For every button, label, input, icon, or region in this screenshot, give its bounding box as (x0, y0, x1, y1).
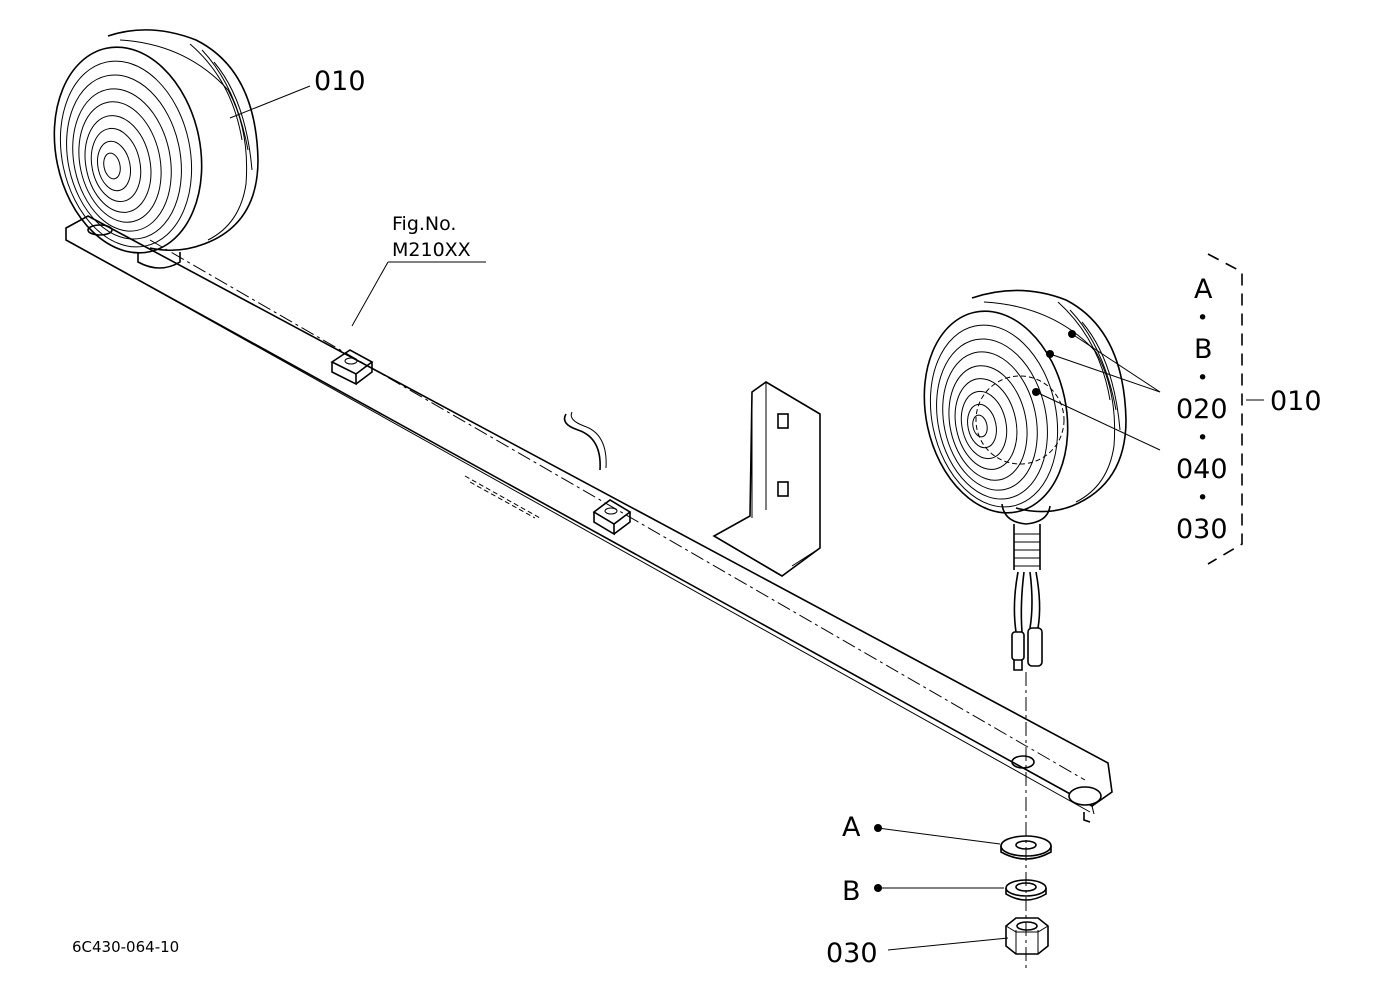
callout-stack-b: B (1194, 334, 1213, 365)
callout-lamp-left: 010 (314, 66, 366, 97)
callout-washer-a: A (842, 812, 861, 843)
stack-separator-1: • (1197, 307, 1208, 329)
callout-stack-030: 030 (1176, 514, 1228, 545)
right-lamp (923, 289, 1127, 671)
stack-separator-2: • (1197, 367, 1208, 389)
callout-stack-020: 020 (1176, 394, 1228, 425)
callout-washer-b: B (842, 876, 861, 907)
mounting-bar (65, 215, 1113, 823)
square-nut-2 (592, 499, 632, 536)
wire-hook (563, 413, 601, 471)
callout-stack-a: A (1194, 274, 1213, 305)
callout-nut: 030 (826, 938, 878, 969)
stack-separator-4: • (1197, 487, 1208, 509)
left-lamp (53, 29, 259, 254)
lock-washer (1005, 879, 1047, 901)
stack-separator-3: • (1197, 427, 1208, 449)
drawing-code: 6C430-064-10 (72, 938, 179, 956)
figure-reference-number: M210XX (392, 239, 471, 261)
callout-stack-040: 040 (1176, 454, 1228, 485)
callout-bracket-group: 010 (1270, 386, 1322, 417)
l-bracket (712, 381, 821, 577)
flat-washer (1000, 835, 1052, 860)
figure-reference-label: Fig.No. (392, 213, 456, 235)
hex-nut (1005, 917, 1049, 955)
square-nut-1 (330, 349, 374, 386)
